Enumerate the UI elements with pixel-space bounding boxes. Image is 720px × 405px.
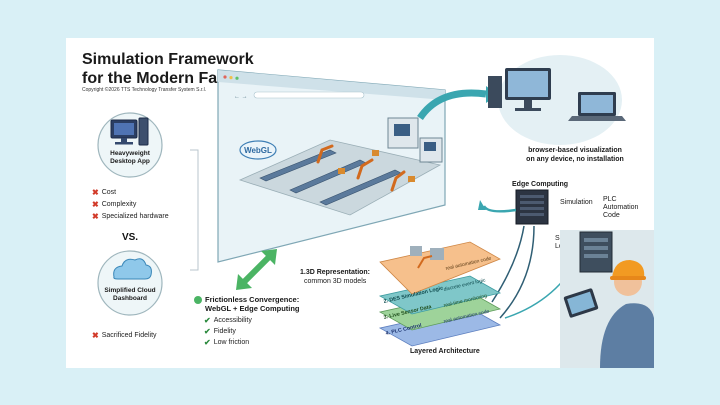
vs-label: VS. — [122, 232, 138, 243]
convergence-dot — [194, 296, 202, 304]
cloud-label-2: Dashboard — [113, 295, 147, 302]
desktop-con-hardware: ✖Specialized hardware — [92, 212, 169, 221]
arrow-to-devices — [417, 89, 487, 121]
convergence-pro-accessibility: ✔Accessibility — [204, 316, 252, 325]
plc-label-2: Automation — [603, 204, 639, 211]
cnc-machine-icon — [387, 117, 443, 163]
window-min-dot — [229, 76, 233, 80]
crates — [338, 150, 415, 182]
plc-label-1: PLC — [603, 196, 617, 203]
copyright-text: Copyright ©2026 TTS Technology Transfer … — [82, 87, 207, 93]
check-icon: ✔ — [204, 316, 211, 325]
cloud-con-fidelity: ✖Sacrificed Fidelity — [92, 331, 157, 340]
arrow-edge-to-browser — [482, 205, 517, 213]
desktop-app-node: Heavyweight Desktop App — [97, 112, 163, 178]
desktop-computer-icon — [110, 117, 149, 146]
cross-icon: ✖ — [92, 200, 99, 209]
layer-1-factory-thumb — [410, 246, 444, 269]
comparison-bracket — [190, 149, 199, 271]
desktop-label-2: Desktop App — [110, 158, 150, 165]
webgl-badge: WebGL — [239, 140, 277, 160]
webgl-label: WebGL — [244, 146, 272, 155]
layer-1-name: 1.3D Representation: — [300, 269, 370, 276]
device-monitors — [488, 55, 626, 145]
plc-label-3: Code — [603, 212, 620, 219]
browser-caption-2: on any device, no installation — [526, 156, 624, 163]
cloud-dashboard-node: Simplified Cloud Dashboard — [97, 250, 163, 316]
desktop-con-complexity: ✖Complexity — [92, 200, 137, 209]
simulation-label: Simulation — [560, 199, 593, 206]
convergence-title-1: Frictionless Convergence: — [205, 295, 300, 304]
page-title: Simulation Framework for the Modern Fact… — [82, 50, 256, 88]
desktop-con-cost: ✖Cost — [92, 188, 117, 197]
title-line-1: Simulation Framework — [82, 51, 254, 68]
convergence-title-2: WebGL + Edge Computing — [205, 304, 300, 313]
convergence-pro-fidelity: ✔Fidelity — [204, 327, 236, 336]
arrow-edge-to-layers-2 — [499, 225, 535, 319]
address-bar — [253, 91, 365, 99]
operator-scene — [560, 230, 654, 368]
edge-computing-label: Edge Computing — [512, 181, 568, 188]
robot-arm-icon — [316, 144, 406, 192]
conveyor-lines — [259, 149, 402, 206]
title-line-2: for the Modern Factory — [82, 70, 257, 87]
factory-floor — [238, 139, 442, 216]
operator-icon — [600, 260, 654, 368]
layer-1-desc: common 3D models — [304, 278, 367, 285]
layer-stack: real automation code 2. DES Simulation L… — [378, 241, 502, 347]
edge-server-icon — [515, 189, 549, 225]
tablet-icon — [563, 288, 599, 318]
cloud-icon — [113, 258, 152, 280]
check-icon: ✔ — [204, 327, 211, 336]
layered-architecture-label: Layered Architecture — [410, 348, 480, 355]
cross-icon: ✖ — [92, 212, 99, 221]
arrow-edge-to-browser-head — [478, 200, 486, 210]
check-icon: ✔ — [204, 338, 211, 347]
window-max-dot — [235, 76, 239, 80]
convergence-pro-low-friction: ✔Low friction — [204, 338, 250, 347]
browser-caption-1: browser-based visualization — [528, 147, 622, 154]
convergence-title: Frictionless Convergence: WebGL + Edge C… — [205, 295, 300, 313]
cross-icon: ✖ — [92, 188, 99, 197]
desktop-label-1: Heavyweight — [110, 150, 151, 157]
browser-window: ← → — [217, 69, 446, 263]
back-forward-icon: ← → — [234, 94, 248, 100]
cross-icon: ✖ — [92, 331, 99, 340]
convergence-arrow — [236, 249, 277, 290]
cloud-label-1: Simplified Cloud — [104, 287, 155, 294]
window-close-dot — [223, 75, 227, 79]
